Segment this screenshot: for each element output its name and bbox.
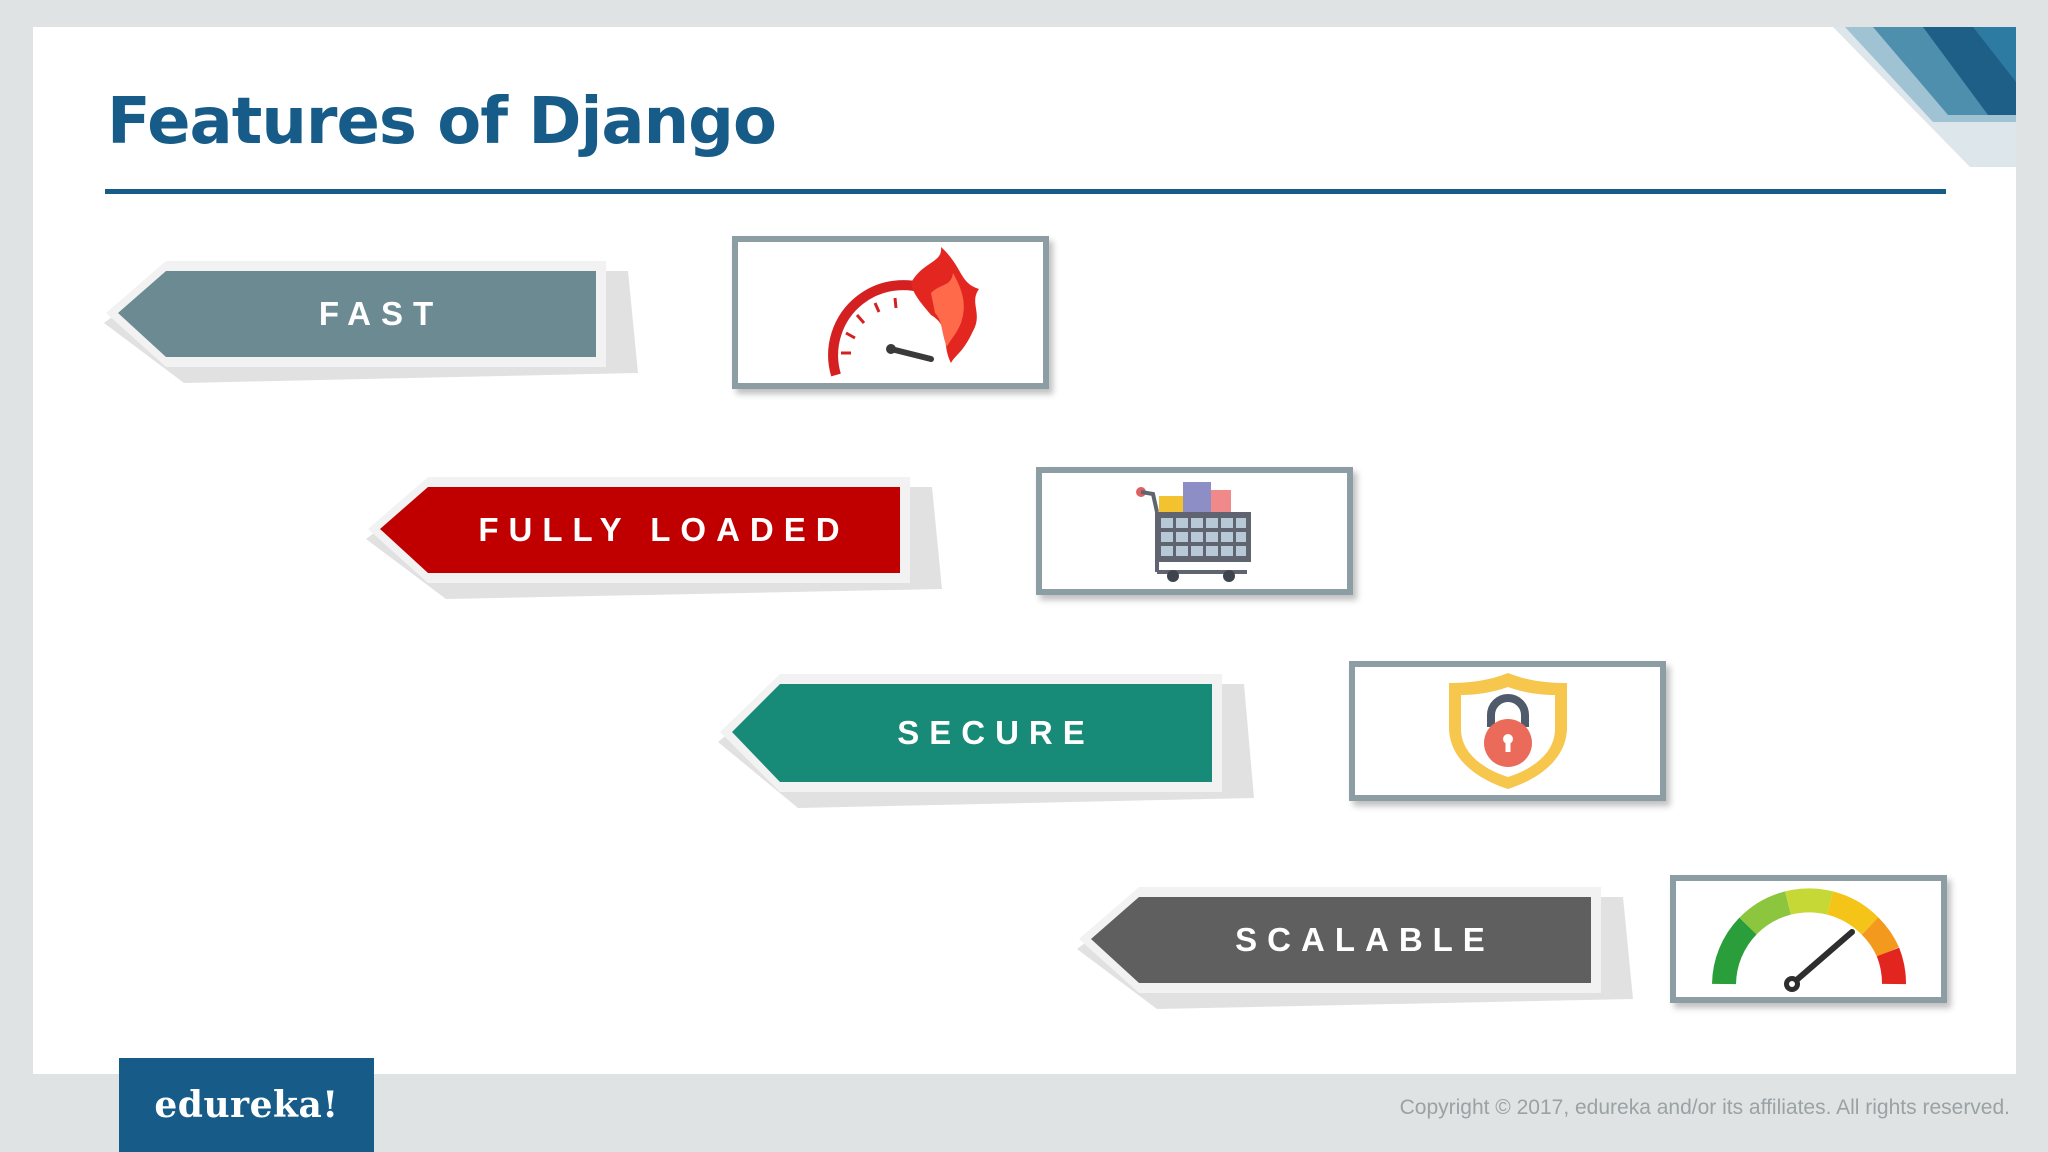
scalable-arrow-fill	[1091, 897, 1591, 983]
fast-label: FAST	[318, 295, 444, 332]
fully-loaded-arrow-fill	[380, 487, 900, 573]
scalable-arrow: SCALABLE	[1069, 871, 1649, 1031]
corner-decoration	[1833, 27, 2016, 167]
copyright-notice: Copyright © 2017, edureka and/or its aff…	[1399, 1096, 2010, 1119]
secure-arrow: SECURE	[710, 658, 1270, 828]
fast-arrow-fill	[118, 271, 596, 357]
logo-text: edureka!	[154, 1084, 339, 1126]
fast-icon-box	[732, 236, 1049, 389]
secure-label: SECURE	[897, 714, 1095, 751]
edureka-logo: edureka!	[119, 1058, 374, 1152]
shield-lock-icon	[1448, 673, 1567, 789]
secure-icon-box	[1349, 661, 1666, 801]
scalable-label: SCALABLE	[1235, 921, 1495, 958]
shopping-cart-icon	[1135, 482, 1251, 582]
slide: Features of Django FAST	[33, 27, 2016, 1074]
fully-loaded-label: FULLY LOADED	[478, 511, 850, 548]
fast-arrow: FAST	[96, 245, 656, 405]
secure-arrow-fill	[732, 684, 1212, 782]
page-title: Features of Django	[107, 85, 777, 159]
title-underline	[105, 189, 1946, 194]
scalable-icon-box	[1670, 875, 1947, 1003]
fully-loaded-icon-box	[1036, 467, 1353, 595]
gauge-icon	[1711, 888, 1906, 992]
fully-loaded-arrow: FULLY LOADED	[358, 461, 958, 621]
speedometer-flame-icon	[827, 246, 979, 376]
